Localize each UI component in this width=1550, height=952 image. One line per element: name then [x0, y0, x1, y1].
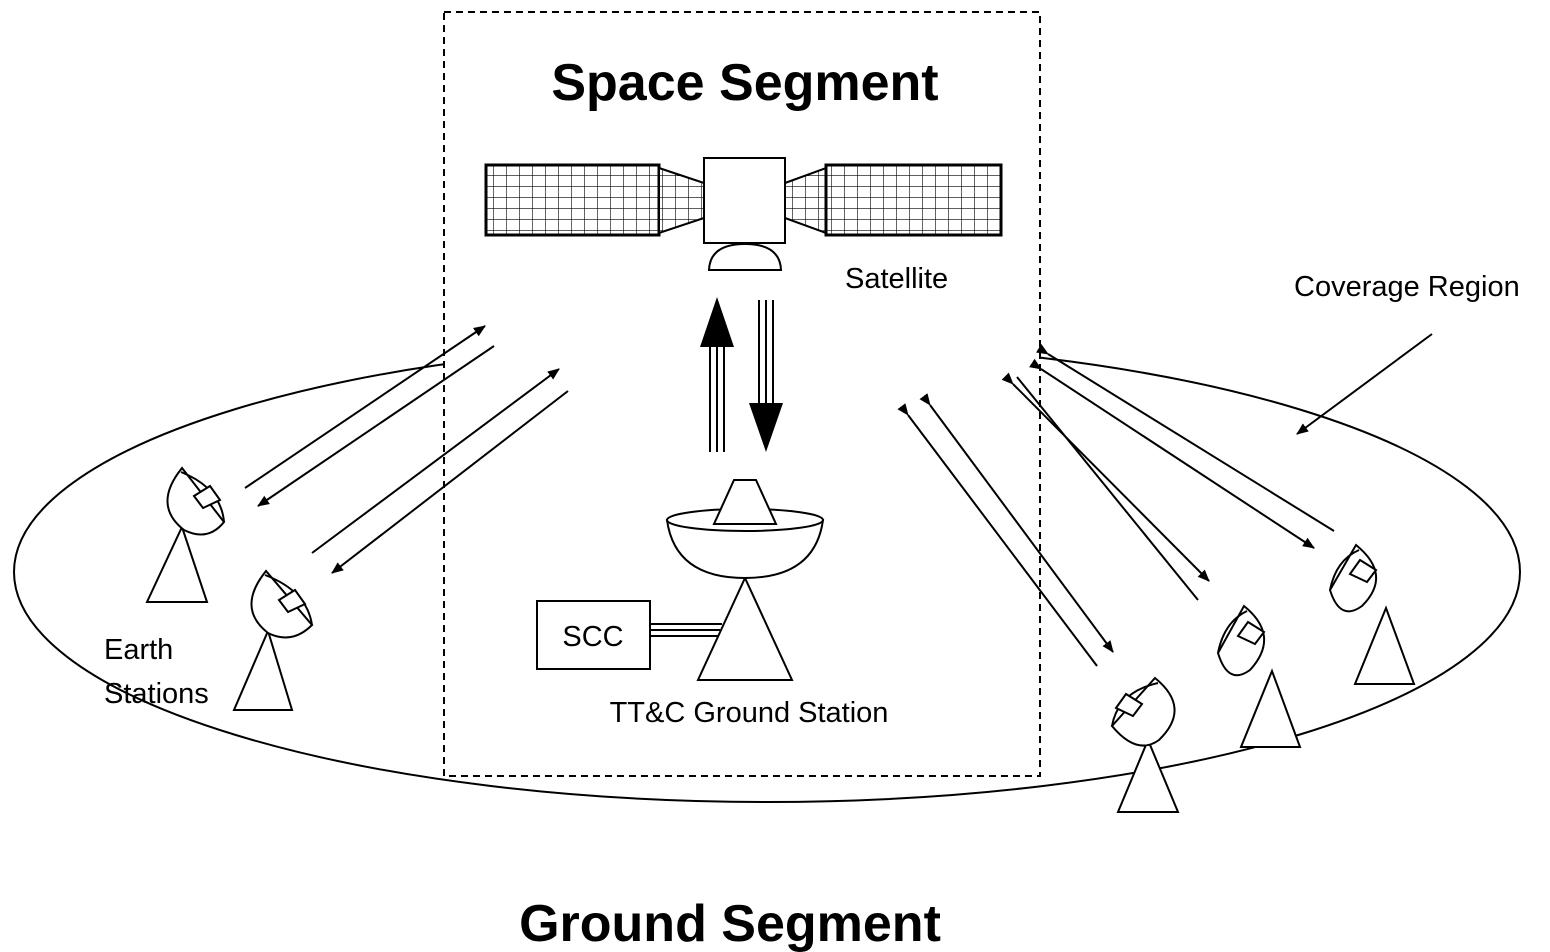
right-link-arrows: [897, 343, 1335, 667]
satellite-icon: [484, 157, 1003, 271]
earth-stations-label-line2: Stations: [104, 678, 209, 710]
earth-stations-label-line1: Earth: [104, 634, 173, 666]
downlink-arrow: [749, 300, 783, 452]
left-link-arrows: [244, 325, 569, 574]
scc-box: [536, 600, 651, 670]
ground-segment-title: Ground Segment: [519, 895, 941, 952]
coverage-region-pointer: [1296, 333, 1433, 435]
earth-station-icon: [145, 466, 226, 603]
uplink-arrow: [700, 297, 734, 452]
space-segment-title: Space Segment: [551, 54, 938, 112]
satellite-label: Satellite: [845, 263, 948, 295]
earth-station-icon: [1110, 676, 1180, 813]
coverage-region-label: Coverage Region: [1294, 271, 1520, 303]
scc-link: [650, 623, 722, 637]
earth-station-icon: [1216, 604, 1302, 748]
earth-station-icon: [1328, 543, 1416, 685]
earth-station-icon: [232, 569, 314, 711]
ttc-ground-station-label: TT&C Ground Station: [610, 697, 889, 729]
ttc-ground-station-icon: [665, 479, 825, 681]
scc-label: SCC: [562, 621, 623, 653]
